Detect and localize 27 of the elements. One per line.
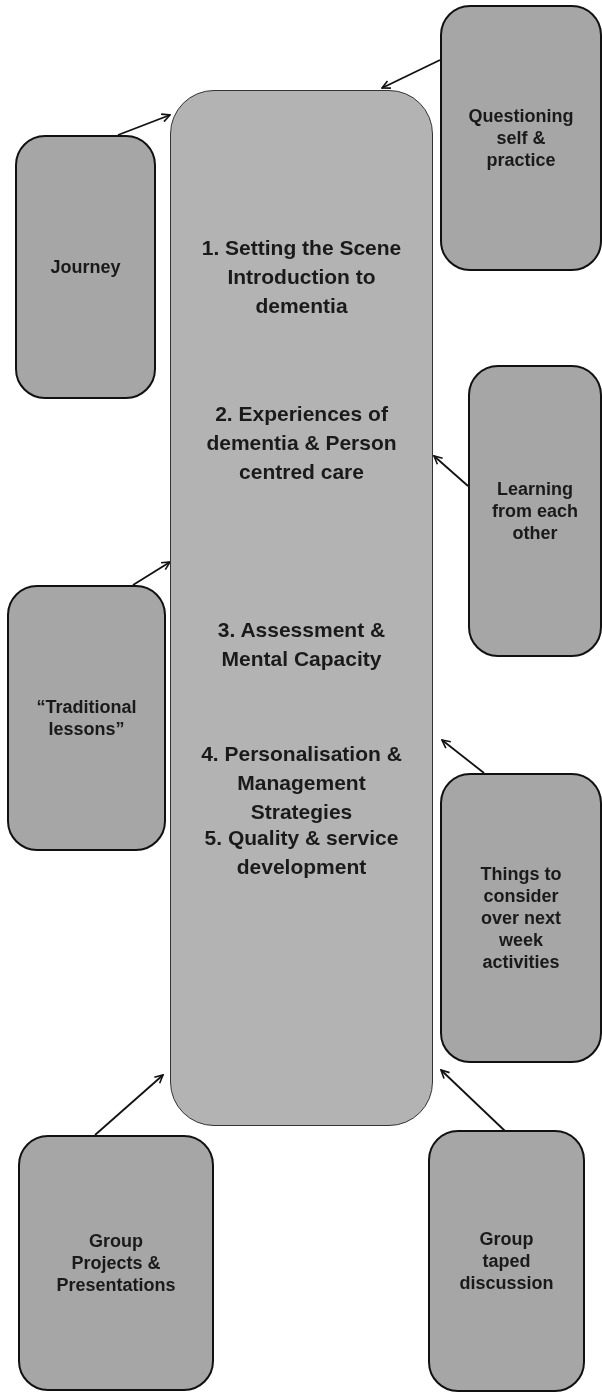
topic-text: 1. Setting the Scene Introduction to dementia bbox=[201, 235, 402, 319]
activity-label: Learning from each other bbox=[491, 478, 579, 544]
activity-label: Group Projects & Presentations bbox=[55, 1230, 177, 1296]
arrow bbox=[441, 739, 485, 774]
arrow bbox=[440, 1069, 506, 1132]
arrow bbox=[433, 455, 469, 487]
activity-label: Things to consider over next week activities bbox=[479, 863, 563, 973]
activity-box bbox=[15, 135, 156, 399]
activity-box bbox=[7, 585, 166, 851]
topic-text: 4. Personalisation & Management Strategies bbox=[201, 741, 402, 825]
activity-label: Journey bbox=[50, 256, 121, 278]
activity-box bbox=[18, 1135, 214, 1391]
activity-label: Group taped discussion bbox=[458, 1228, 555, 1294]
arrow bbox=[381, 59, 441, 89]
activity-label: “Traditional lessons” bbox=[35, 696, 138, 740]
topic-text: 3. Assessment & Mental Capacity bbox=[216, 617, 387, 672]
arrow bbox=[132, 561, 171, 586]
topic-text: 2. Experiences of dementia & Person centred care bbox=[205, 401, 398, 485]
activity-label: Questioning self & practice bbox=[467, 105, 575, 171]
topic-text: 5. Quality & service development bbox=[203, 825, 400, 880]
arrow bbox=[117, 113, 171, 136]
activity-box bbox=[440, 5, 602, 271]
activity-box bbox=[440, 773, 602, 1063]
activity-box bbox=[468, 365, 602, 657]
activity-box bbox=[428, 1130, 585, 1392]
topic-box bbox=[170, 90, 433, 1126]
arrow bbox=[94, 1074, 164, 1136]
